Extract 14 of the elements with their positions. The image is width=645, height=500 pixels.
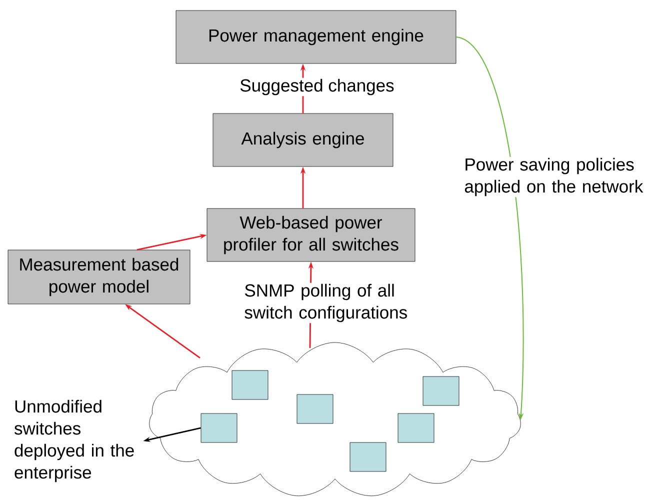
switch-square: [350, 442, 386, 472]
switch-square: [296, 394, 334, 424]
process-box: Web-based power profiler for all switches: [206, 208, 416, 262]
edge-label: Suggested changes: [238, 78, 396, 96]
edge-label: SNMP polling of all switch configurations: [243, 282, 420, 324]
switch-square: [422, 376, 460, 406]
edge-label: Power saving policies applied on the network: [463, 156, 645, 198]
switch-square: [200, 413, 238, 443]
switch-square: [398, 413, 434, 443]
note-text: Unmodified switches deployed in the enterprise: [14, 400, 134, 482]
switch-square: [232, 370, 268, 400]
process-box: Measurement based power model: [8, 250, 190, 304]
process-box: Analysis engine: [212, 113, 394, 167]
process-box: Power management engine: [176, 10, 456, 64]
